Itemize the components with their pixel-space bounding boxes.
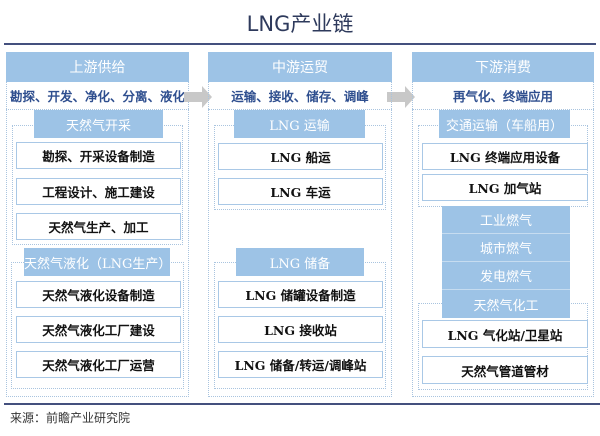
midstream-header: 中游运贸 — [208, 52, 392, 82]
usage-category: 工业燃气 — [442, 206, 570, 234]
chain-item: 天然气管道管材 — [422, 356, 588, 384]
bottom-divider — [4, 403, 600, 405]
chain-item: LNG 接收站 — [218, 316, 383, 343]
midstream-subtitle: 运输、接收、储存、调峰 — [208, 82, 392, 110]
downstream-subtitle: 再气化、终端应用 — [412, 82, 594, 110]
usage-category: 发电燃气 — [442, 262, 570, 290]
top-divider — [4, 43, 596, 45]
group-label: 天然气开采 — [34, 110, 163, 138]
group-label: LNG 储备 — [236, 248, 364, 276]
chain-item: LNG 气化站/卫星站 — [422, 320, 588, 348]
chain-item: 天然气液化工厂运营 — [16, 351, 181, 378]
chain-item: 勘探、开采设备制造 — [16, 142, 181, 169]
chain-item: 天然气生产、加工 — [16, 213, 181, 240]
chain-item: LNG 车运 — [218, 178, 383, 205]
group-label: 交通运输（车船用） — [439, 110, 570, 138]
group-label: LNG 运输 — [234, 110, 365, 138]
group-label: 天然气液化（LNG生产） — [24, 248, 171, 276]
usage-category: 天然气化工 — [442, 290, 570, 318]
chain-item: 天然气液化工厂建设 — [16, 316, 181, 343]
chain-item: 天然气液化设备制造 — [16, 281, 181, 308]
chain-item: LNG 储罐设备制造 — [218, 281, 383, 308]
chain-item: 工程设计、施工建设 — [16, 178, 181, 205]
upstream-header: 上游供给 — [6, 52, 189, 82]
chain-item: LNG 船运 — [218, 143, 383, 170]
arrow-right-icon — [184, 86, 212, 108]
chain-item: LNG 加气站 — [422, 174, 588, 201]
arrow-right-icon — [387, 86, 415, 108]
upstream-subtitle: 勘探、开发、净化、分离、液化 — [6, 82, 189, 110]
chain-item: LNG 储备/转运/调峰站 — [218, 351, 383, 378]
diagram-title: LNG产业链 — [246, 12, 354, 36]
downstream-header: 下游消费 — [412, 52, 594, 82]
chain-item: LNG 终端应用设备 — [422, 143, 588, 170]
usage-category: 城市燃气 — [442, 234, 570, 262]
source-note: 来源：前瞻产业研究院 — [10, 411, 131, 425]
